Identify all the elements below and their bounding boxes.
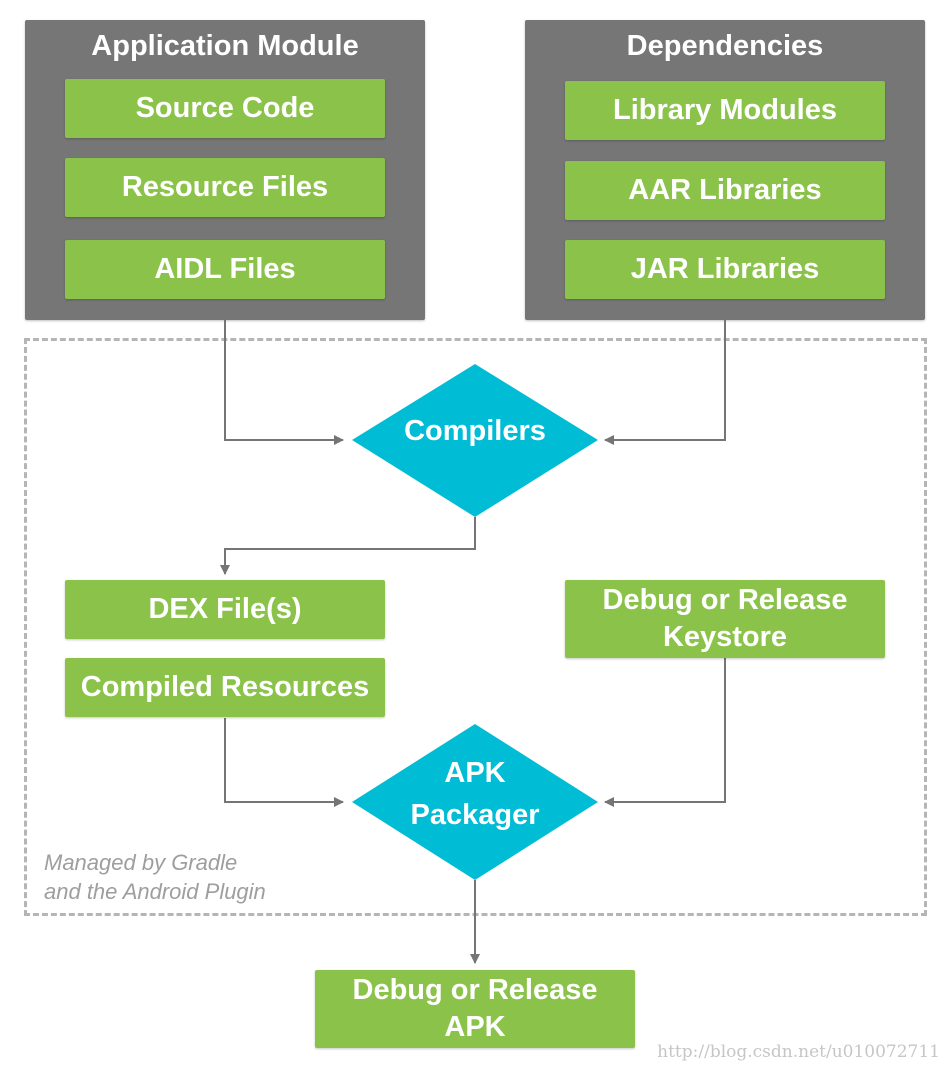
library-modules-box: Library Modules (565, 81, 885, 140)
resource-files-box: Resource Files (65, 158, 385, 217)
aar-libraries-box: AAR Libraries (565, 161, 885, 220)
apk-packager-diamond (352, 724, 598, 880)
arrow-deps-to-compilers (604, 320, 726, 445)
final-apk-line2: APK (444, 1011, 506, 1043)
keystore-box: Debug or Release Keystore (565, 580, 885, 658)
keystore-line1: Debug or Release (602, 584, 848, 616)
apk-packager-label: APK Packager (375, 752, 575, 836)
gradle-note-line2: and the Android Plugin (44, 879, 266, 904)
gradle-note-line1: Managed by Gradle (44, 850, 238, 875)
final-apk-box: Debug or Release APK (315, 970, 635, 1048)
compilers-label: Compilers (404, 415, 546, 447)
arrow-app-to-compilers (224, 320, 344, 445)
aidl-files-box: AIDL Files (65, 240, 385, 299)
watermark: http://blog.csdn.net/u010072711 (657, 1042, 940, 1062)
keystore-line2: Keystore (662, 621, 788, 653)
compilers-diamond (352, 364, 598, 517)
dependencies-title: Dependencies (626, 30, 824, 62)
arrow-compilers-to-dex (220, 517, 476, 575)
source-code-box: Source Code (65, 79, 385, 138)
final-apk-line1: Debug or Release (352, 974, 598, 1006)
apk-packager-line1: APK (444, 757, 506, 789)
compiled-resources-box: Compiled Resources (65, 658, 385, 717)
dex-files-box: DEX File(s) (65, 580, 385, 639)
arrow-resources-to-packager (224, 718, 344, 807)
arrow-keystore-to-packager (604, 658, 726, 807)
apk-packager-line2: Packager (410, 799, 540, 831)
application-module-title: Application Module (91, 30, 359, 62)
gradle-note: Managed by Gradle and the Android Plugin (44, 848, 266, 906)
jar-libraries-box: JAR Libraries (565, 240, 885, 299)
